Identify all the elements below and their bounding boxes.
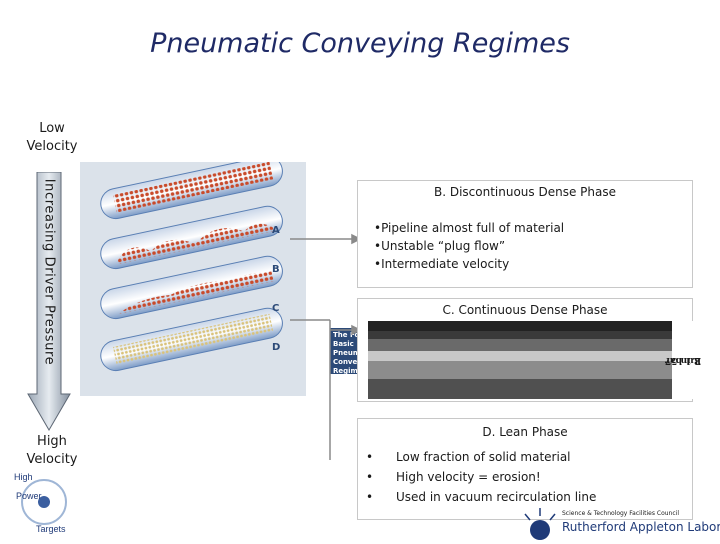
- box-d-bullet-1: Low fraction of solid material: [396, 450, 571, 464]
- slide-title: Pneumatic Conveying Regimes: [150, 28, 570, 59]
- regime-letter-b: B: [272, 264, 280, 275]
- connector-lines: [290, 233, 360, 460]
- box-lean-phase: D. Lean Phase • Low fraction of solid mat…: [357, 418, 693, 520]
- flow-photo: [368, 321, 678, 399]
- box-d-bullets: • Low fraction of solid material • High ve…: [366, 447, 596, 507]
- bullet-icon: •: [366, 450, 374, 464]
- stfc-text: Science & Technology Facilities Council: [562, 510, 679, 517]
- regime-letter-d: D: [272, 342, 281, 353]
- box-b-title: B. Discontinuous Dense Phase: [433, 185, 616, 199]
- box-d-title: D. Lean Phase: [482, 425, 568, 439]
- ral-text: Rutherford Appleton Laboratory: [562, 520, 720, 534]
- conveying-regimes-figure: The Four Basic Pneumatic Conveying Regim…: [80, 155, 384, 396]
- hpt-high-text: High: [14, 472, 33, 482]
- box-d-bullet-3: Used in vacuum recirculation line: [396, 490, 597, 504]
- stfc-sunburst-icon: [524, 508, 556, 540]
- box-b-bullet-3: •Intermediate velocity: [374, 257, 510, 271]
- box-d-bullet-2: High velocity = erosion!: [396, 470, 541, 484]
- bullet-icon: •: [366, 490, 374, 504]
- box-c-title: C. Continuous Dense Phase: [442, 303, 608, 317]
- pipes-illustration: [100, 155, 283, 372]
- pressure-arrow: [27, 172, 71, 431]
- low-velocity-label: Low Velocity: [26, 121, 78, 154]
- hpt-targets-text: Targets: [36, 524, 66, 534]
- increasing-driver-pressure-label: Increasing Driver Pressure: [41, 178, 57, 366]
- high-power-targets-logo: High Power Targets: [14, 472, 67, 534]
- regime-letter-a: A: [272, 225, 280, 236]
- box-b-bullets: •Pipeline almost full of material •Unsta…: [374, 219, 564, 273]
- hpt-power-text: Power: [16, 491, 42, 501]
- box-discontinuous-dense-phase: B. Discontinuous Dense Phase •Pipeline a…: [357, 180, 693, 288]
- rutherford-appleton-logo: Science & Technology Facilities Council …: [522, 506, 720, 540]
- box-b-bullet-1: •Pipeline almost full of material: [374, 221, 565, 235]
- bullet-icon: •: [366, 470, 374, 484]
- high-velocity-label: High Velocity: [26, 434, 78, 467]
- regime-letter-c: C: [272, 303, 280, 314]
- photo-run: Run 57: [664, 355, 702, 365]
- box-b-bullet-2: •Unstable “plug flow”: [374, 239, 506, 253]
